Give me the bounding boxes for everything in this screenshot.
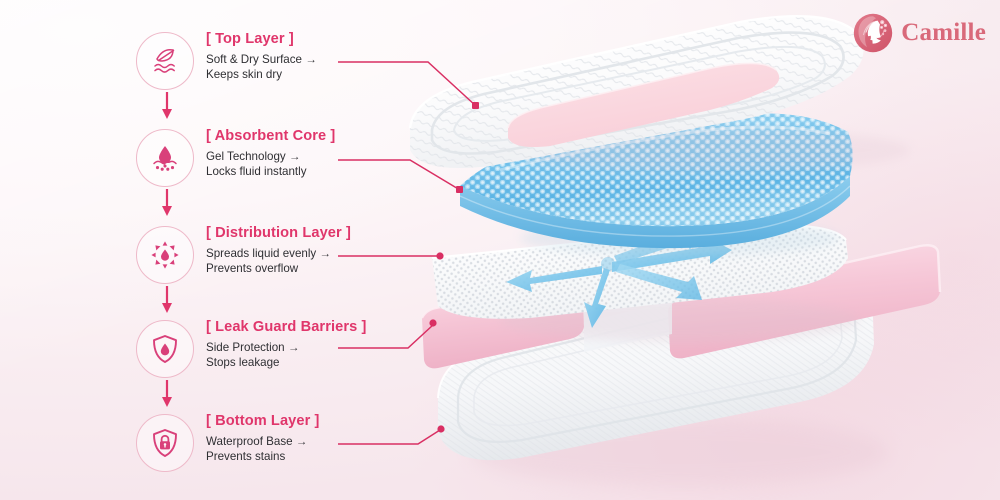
exploded-pad-svg — [408, 15, 942, 486]
layer-list: [ Top Layer ] Soft & Dry Surface → Keeps… — [0, 0, 400, 500]
layer-line1: Soft & Dry Surface → — [206, 53, 317, 66]
layer-line1: Waterproof Base → — [206, 435, 308, 448]
layer-text-leak-guard-barriers: [ Leak Guard Barriers ] Side Protection … — [206, 319, 366, 371]
shield-lock-icon — [136, 414, 194, 472]
layer-title: [ Absorbent Core ] — [206, 128, 336, 144]
flow-arrow-2 — [162, 189, 172, 216]
flow-arrow-1 — [162, 92, 172, 119]
layer-line2: Stops leakage — [206, 356, 280, 370]
product-illustration — [380, 0, 1000, 500]
layer-text-top-layer: [ Top Layer ] Soft & Dry Surface → Keeps… — [206, 31, 317, 83]
feather-waves-icon — [136, 32, 194, 90]
layer-line1: Side Protection → — [206, 341, 300, 354]
layer-title: [ Bottom Layer ] — [206, 413, 320, 429]
layer-line2: Keeps skin dry — [206, 68, 283, 82]
shield-droplet-icon — [136, 320, 194, 378]
woman-profile-floral-icon — [852, 12, 894, 54]
layer-text-distribution-layer: [ Distribution Layer ] Spreads liquid ev… — [206, 225, 351, 277]
layer-line2: Prevents overflow — [206, 262, 299, 276]
layer-line1: Spreads liquid evenly → — [206, 247, 332, 260]
layer-title: [ Distribution Layer ] — [206, 225, 351, 241]
flow-arrow-3 — [162, 286, 172, 313]
layer-text-bottom-layer: [ Bottom Layer ] Waterproof Base → Preve… — [206, 413, 320, 465]
top-sheet-part — [408, 15, 910, 172]
layer-title: [ Top Layer ] — [206, 31, 294, 47]
layer-text-absorbent-core: [ Absorbent Core ] Gel Technology → Lock… — [206, 128, 335, 180]
layer-line2: Prevents stains — [206, 450, 286, 464]
layer-title: [ Leak Guard Barriers ] — [206, 319, 367, 335]
droplet-absorb-dots-icon — [136, 129, 194, 187]
brand-logo[interactable]: Camille — [852, 12, 986, 54]
layer-line1: Gel Technology → — [206, 150, 301, 163]
layer-line2: Locks fluid instantly — [206, 165, 307, 179]
droplet-radiating-arrows-icon — [136, 226, 194, 284]
flow-arrow-4 — [162, 380, 172, 407]
brand-name: Camille — [901, 19, 986, 46]
